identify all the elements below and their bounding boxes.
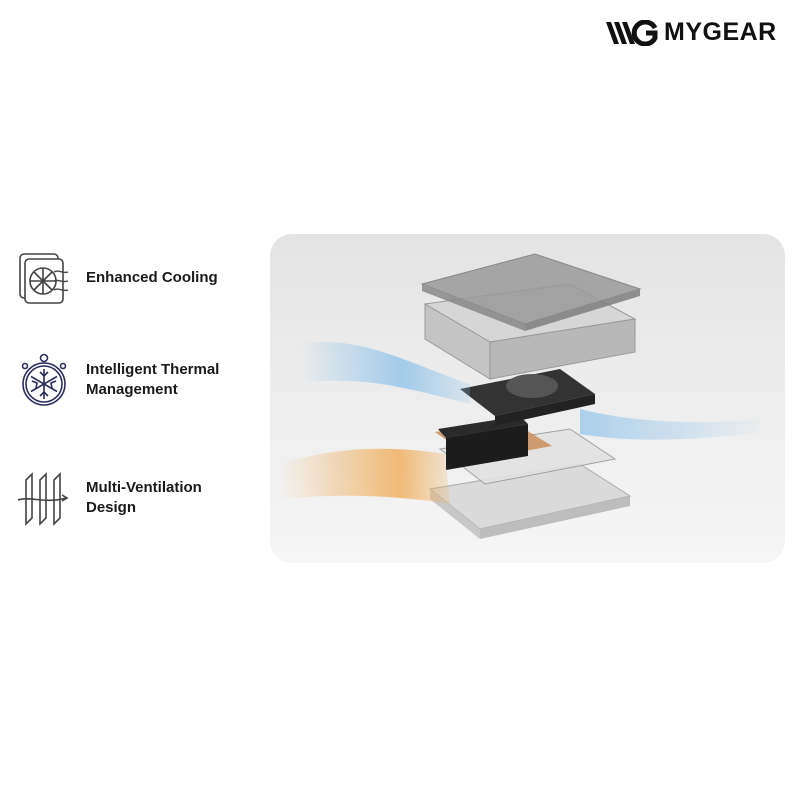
feature-label-line-2: Design <box>86 499 137 516</box>
ventilation-fins-icon <box>17 472 69 526</box>
feature-multi-ventilation: Multi-Ventilation Design <box>16 470 202 526</box>
feature-enhanced-cooling: Enhanced Cooling <box>16 250 218 306</box>
feature-intelligent-thermal: Intelligent Thermal Management <box>16 352 219 408</box>
mygear-logo-mark-icon <box>606 19 658 46</box>
feature-label-line-1: Multi-Ventilation <box>86 479 202 496</box>
exploded-mini-pc-illustration <box>280 253 770 539</box>
feature-label: Enhanced Cooling <box>86 269 218 286</box>
brand-logo: MYGEAR <box>606 18 777 47</box>
product-image-panel <box>270 234 785 563</box>
brand-name: MYGEAR <box>664 18 777 46</box>
top-lid <box>420 253 642 331</box>
feature-label-line-2: Management <box>86 381 178 398</box>
fan-cooling-icon <box>19 253 69 304</box>
feature-label-line-1: Intelligent Thermal <box>86 361 220 378</box>
snowflake-stopwatch-icon <box>21 353 67 406</box>
cooling-fan <box>460 369 595 426</box>
